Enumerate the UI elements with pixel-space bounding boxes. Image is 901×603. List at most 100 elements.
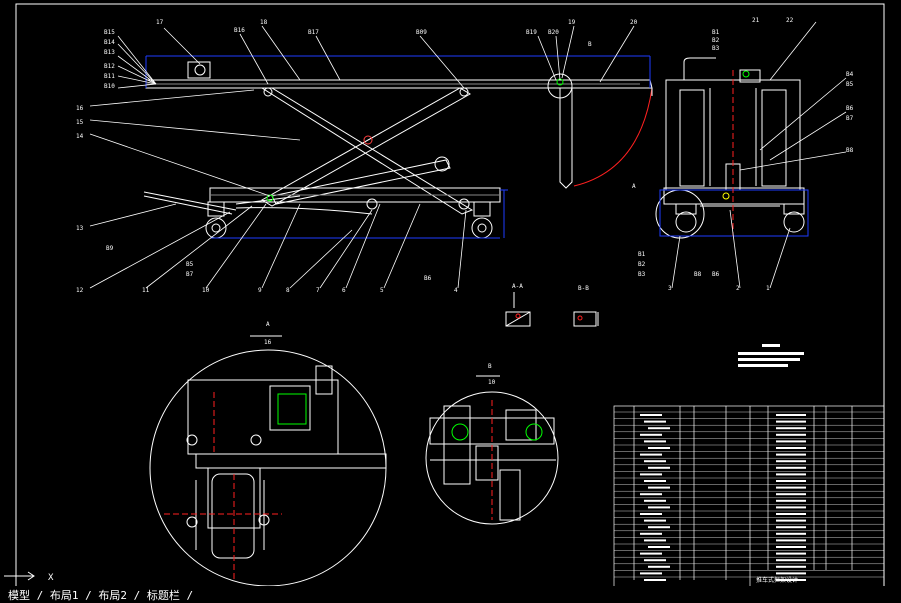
balloon: 13 — [76, 225, 84, 232]
balloon: 14 — [76, 133, 84, 140]
bom-cell-text — [776, 513, 806, 515]
bom-cell-text — [644, 480, 666, 482]
balloon: B6 — [712, 271, 720, 278]
bom-cell-text — [776, 447, 806, 449]
bom-cell-text — [644, 440, 666, 443]
bom-cell-text — [776, 499, 806, 502]
balloon: 22 — [786, 17, 794, 24]
bom-table — [613, 405, 885, 595]
bom-cell-text — [644, 460, 666, 463]
end-wheel-left — [675, 211, 697, 233]
balloon: B5 — [846, 81, 854, 88]
detail-a-label: A — [266, 321, 270, 328]
ucs-axis-icon: X — [4, 571, 54, 583]
balloon: B7 — [846, 115, 854, 122]
bom-cell-text — [648, 565, 670, 568]
detail-b-label: B — [488, 363, 492, 370]
layout-tabs[interactable]: 模型 / 布局1 / 布局2 / 标题栏 / — [8, 589, 194, 602]
balloon: B11 — [104, 73, 115, 80]
balloon: 11 — [142, 287, 150, 294]
balloon: 18 — [260, 19, 268, 26]
detail-circle-b — [547, 73, 573, 99]
bom-cell-text — [776, 506, 806, 509]
balloon: B1 — [712, 29, 720, 36]
balloon: B13 — [104, 49, 115, 56]
bom-cell-text — [776, 519, 806, 522]
bom-cell-text — [648, 466, 670, 469]
detail-view-a: A 16 — [149, 321, 387, 587]
bom-cell-text — [644, 539, 666, 542]
bom-cell-text — [640, 552, 662, 555]
bom-cell-text — [776, 486, 806, 489]
cylinder — [725, 163, 741, 191]
bom-cell-text — [776, 453, 806, 456]
balloon: B5 — [186, 261, 194, 268]
balloon: 2 — [736, 285, 740, 292]
bom-cell-text — [776, 414, 806, 416]
balloon: B3 — [712, 45, 720, 52]
side-view — [143, 61, 653, 239]
bom-cell-text — [640, 414, 662, 416]
bom-cell-text — [644, 420, 666, 423]
rail-bracket — [187, 61, 211, 79]
bom-cell-text — [776, 526, 806, 529]
end-wheel-right — [783, 211, 805, 233]
bom-cell-text — [640, 493, 662, 496]
balloon: B17 — [308, 29, 319, 36]
balloon: 8 — [286, 287, 290, 294]
bom-cell-text — [640, 433, 662, 436]
swing-arc — [573, 87, 653, 187]
push-handle — [143, 191, 237, 211]
bom-cell-text — [776, 427, 806, 430]
bom-cell-text — [648, 526, 670, 529]
bom-cell-text — [776, 579, 806, 581]
bom-cell-text — [776, 565, 806, 568]
bom-cell-text — [776, 480, 806, 482]
section-label-bb: B-B — [578, 285, 589, 292]
bom-cell-text — [644, 499, 666, 502]
bom-cell-text — [776, 420, 806, 423]
balloon: B10 — [104, 83, 115, 90]
balloon: B9 — [106, 245, 114, 252]
balloon: B2 — [712, 37, 720, 44]
bom-cell-text — [776, 572, 806, 575]
dim-end — [659, 189, 809, 237]
balloon: 5 — [380, 287, 384, 294]
bom-cell-text — [648, 546, 670, 548]
bom-rows — [614, 411, 884, 581]
bom-cell-text — [648, 427, 670, 430]
bom-cell-text — [644, 559, 666, 562]
detail-b-scale: 10 — [488, 379, 496, 386]
technical-notes — [738, 344, 804, 367]
bom-cell-text — [640, 513, 662, 515]
balloon: 9 — [258, 287, 262, 294]
bom-title: 推车式担架设计 — [756, 576, 798, 584]
head-flap — [559, 87, 573, 189]
balloon: B19 — [526, 29, 537, 36]
strut — [271, 159, 451, 205]
balloon: B4 — [846, 71, 854, 78]
balloon: B14 — [104, 39, 115, 46]
bom-cell-text — [776, 539, 806, 542]
balloon: B09 — [416, 29, 427, 36]
bom-cell-text — [644, 579, 666, 581]
bom-cell-text — [648, 447, 670, 449]
bom-cell-text — [776, 532, 806, 535]
bom-cell-text — [776, 546, 806, 548]
bom-cell-text — [776, 433, 806, 436]
balloon: 6 — [342, 287, 346, 294]
end-view — [663, 57, 805, 233]
wheel-right — [471, 217, 493, 239]
balloon-labels: B15 B14 B13 B12 B11 B10 17 B16 18 B17 B0… — [76, 17, 854, 294]
balloon: 20 — [630, 19, 638, 26]
bom-cell-text — [776, 460, 806, 463]
balloon: B20 — [548, 29, 559, 36]
bom-cell-text — [776, 440, 806, 443]
command-line[interactable]: 模型 / 布局1 / 布局2 / 标题栏 / — [0, 586, 901, 602]
section-label-aa: A-A — [512, 283, 523, 290]
svg-text:X: X — [48, 573, 54, 583]
balloon: B6 — [424, 275, 432, 282]
bom-cell-text — [640, 532, 662, 535]
balloon: B1 — [638, 251, 646, 258]
